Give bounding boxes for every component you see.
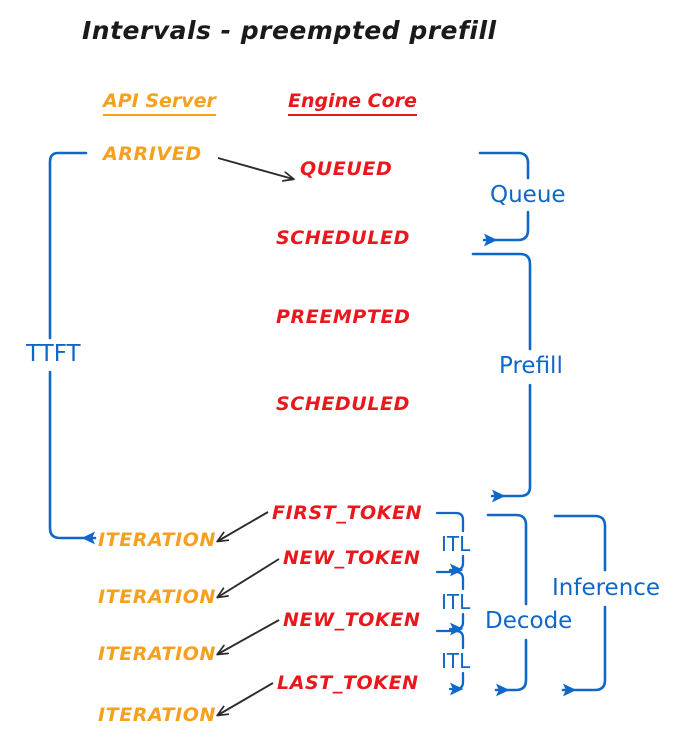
- engine-event-scheduled-1: SCHEDULED: [276, 227, 410, 249]
- interval-label-queue: Queue: [486, 184, 570, 207]
- event-arrow-first-token: [218, 511, 269, 541]
- interval-label-decode: Decode: [481, 610, 577, 633]
- interval-label-prefill: Prefill: [495, 355, 567, 378]
- interval-label-itl-1: ITL: [437, 534, 475, 554]
- engine-event-preempted: PREEMPTED: [276, 306, 411, 328]
- api-event-iteration-2: ITERATION: [98, 586, 217, 608]
- api-event-iteration-4: ITERATION: [98, 704, 217, 726]
- engine-event-last-token: LAST_TOKEN: [277, 672, 419, 694]
- interval-bracket-prefill: [471, 252, 532, 503]
- interval-bracket-itl-3: [435, 629, 465, 696]
- column-header-api-server-label: API Server: [103, 90, 216, 116]
- api-event-iteration-3: ITERATION: [98, 643, 217, 665]
- column-header-engine-core-label: Engine Core: [288, 90, 417, 116]
- event-arrow-last-token: [218, 682, 274, 715]
- interval-bracket-decode: [486, 513, 528, 697]
- api-event-arrived: ARRIVED: [103, 143, 202, 165]
- interval-label-ttft: TTFT: [22, 343, 85, 366]
- interval-bracket-queue: [478, 151, 530, 247]
- engine-event-first-token: FIRST_TOKEN: [272, 502, 423, 524]
- column-header-engine-core: Engine Core: [288, 90, 417, 116]
- event-arrow-new-token-1: [218, 558, 280, 597]
- interval-bracket-itl-2: [435, 570, 465, 636]
- engine-event-scheduled-2: SCHEDULED: [276, 393, 410, 415]
- interval-label-itl-3: ITL: [437, 651, 475, 671]
- interval-label-inference: Inference: [548, 577, 665, 600]
- interval-bracket-ttft: [48, 151, 97, 545]
- api-event-iteration-1: ITERATION: [98, 529, 217, 551]
- event-arrow-new-token-2: [218, 619, 280, 654]
- engine-event-new-token-1: NEW_TOKEN: [283, 547, 421, 569]
- page-title: Intervals - preempted prefill: [82, 16, 497, 45]
- engine-event-new-token-2: NEW_TOKEN: [283, 609, 421, 631]
- interval-label-itl-2: ITL: [437, 592, 475, 612]
- column-header-api-server: API Server: [103, 90, 216, 116]
- interval-bracket-inference: [553, 514, 607, 697]
- interval-bracket-itl-1: [435, 511, 465, 577]
- event-arrow-arrived-to-queued: [217, 157, 293, 179]
- engine-event-queued: QUEUED: [300, 158, 393, 180]
